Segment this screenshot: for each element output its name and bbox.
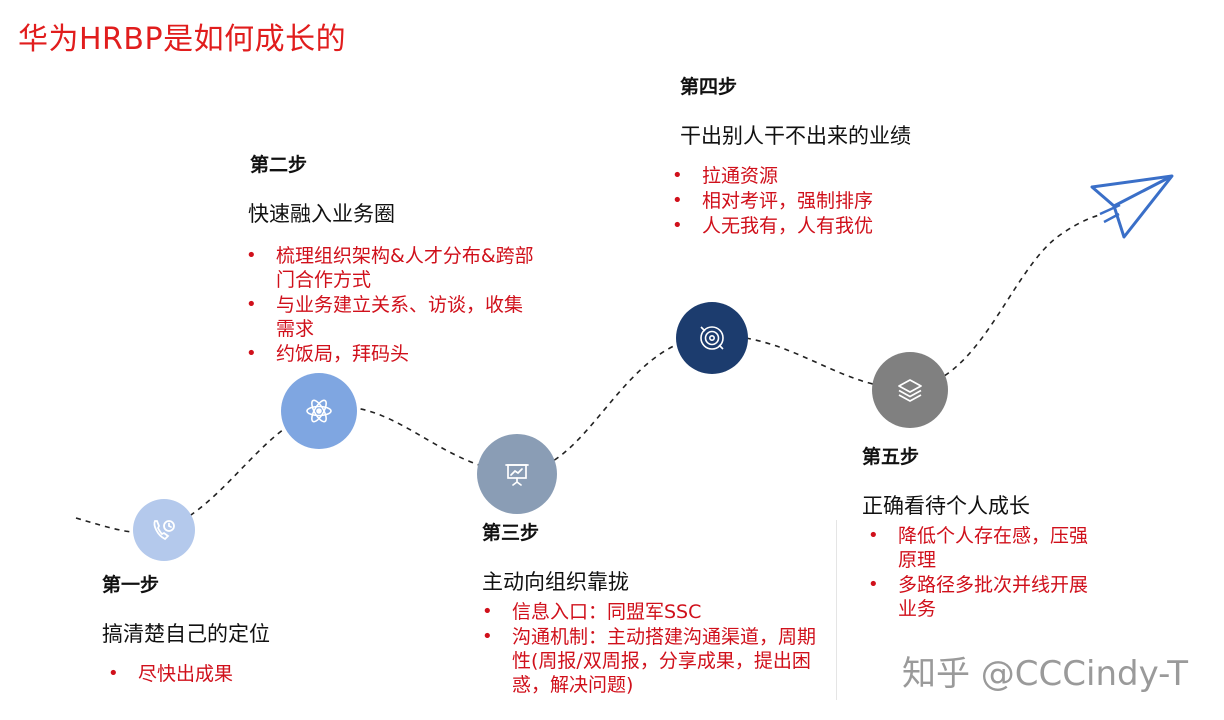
list-item: 拉通资源 <box>672 164 972 188</box>
list-item: 梳理组织架构&人才分布&跨部门合作方式 <box>246 244 536 292</box>
watermark: 知乎 @CCCindy-T <box>902 654 1189 694</box>
step3-heading: 主动向组织靠拢 <box>482 570 629 594</box>
phone-clock-icon <box>153 520 175 541</box>
step2-label: 第二步 <box>250 154 308 176</box>
step4-node <box>676 302 748 374</box>
list-item: 人无我有，人有我优 <box>672 214 972 238</box>
list-item: 尽快出成果 <box>108 662 348 686</box>
step5-heading: 正确看待个人成长 <box>862 494 1030 518</box>
step4-label: 第四步 <box>680 76 738 98</box>
step2-bullets: 梳理组织架构&人才分布&跨部门合作方式 与业务建立关系、访谈，收集需求 约饭局，… <box>246 244 536 367</box>
list-item: 相对考评，强制排序 <box>672 189 972 213</box>
step5-node <box>872 352 948 428</box>
layers-icon <box>898 379 922 402</box>
divider-line <box>836 520 837 700</box>
list-item: 沟通机制：主动搭建沟通渠道，周期性(周报/双周报，分享成果，提出困惑，解决问题) <box>482 625 827 697</box>
list-item: 降低个人存在感，压强原理 <box>868 524 1093 572</box>
list-item: 信息入口：同盟军SSC <box>482 600 827 624</box>
step3-bullets: 信息入口：同盟军SSC 沟通机制：主动搭建沟通渠道，周期性(周报/双周报，分享成… <box>482 600 827 698</box>
step1-label: 第一步 <box>102 574 160 596</box>
step5-bullets: 降低个人存在感，压强原理 多路径多批次并线开展业务 <box>868 524 1093 622</box>
step3-label: 第三步 <box>482 522 540 544</box>
presentation-icon <box>505 464 529 486</box>
list-item: 多路径多批次并线开展业务 <box>868 573 1093 621</box>
page-title: 华为HRBP是如何成长的 <box>18 22 347 57</box>
step2-heading: 快速融入业务圈 <box>248 202 395 226</box>
list-item: 约饭局，拜码头 <box>246 342 536 366</box>
target-icon <box>700 326 724 350</box>
paper-plane-icon <box>1090 174 1174 239</box>
step3-node <box>477 434 557 514</box>
list-item: 与业务建立关系、访谈，收集需求 <box>246 293 536 341</box>
step4-bullets: 拉通资源 相对考评，强制排序 人无我有，人有我优 <box>672 164 972 239</box>
step1-node <box>133 499 195 561</box>
dashed-curve <box>75 214 1101 534</box>
step5-label: 第五步 <box>862 446 920 468</box>
step2-node <box>281 373 357 449</box>
step1-heading: 搞清楚自己的定位 <box>102 622 270 646</box>
step4-heading: 干出别人干不出来的业绩 <box>680 124 911 148</box>
atom-icon <box>306 399 332 423</box>
step1-bullets: 尽快出成果 <box>108 662 348 687</box>
